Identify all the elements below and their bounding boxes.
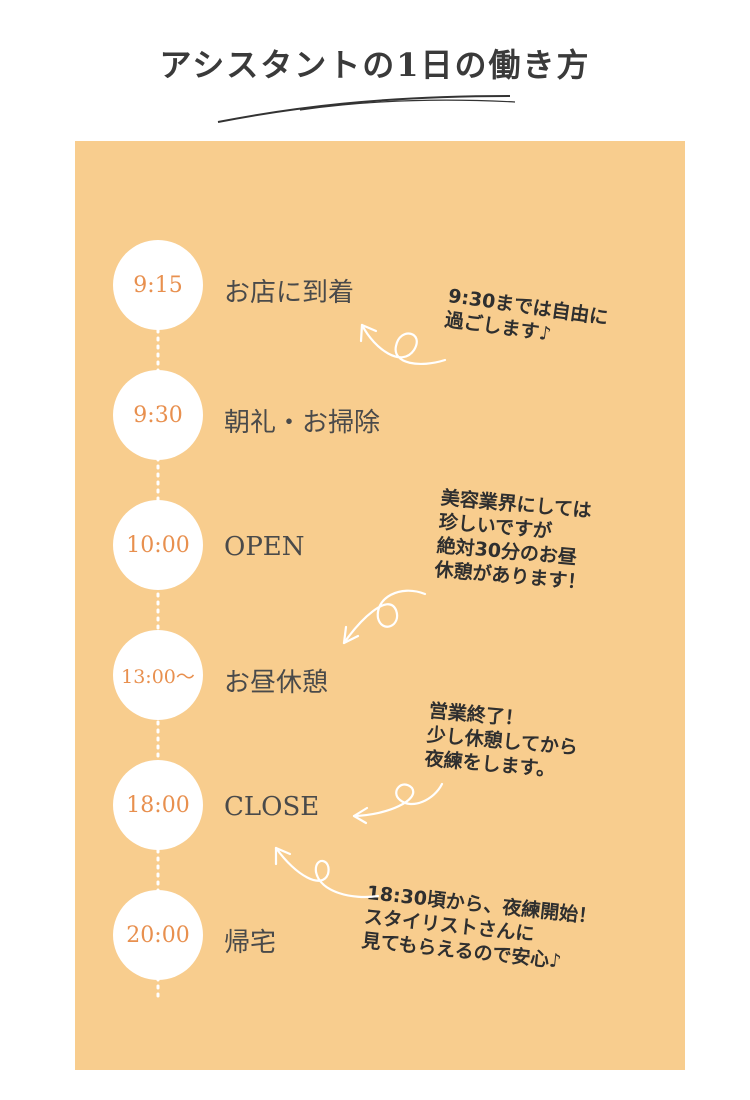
schedule-label-arrival: お店に到着 [224,278,355,308]
time-circle-0930: 9:30 [113,370,203,460]
curly-arrow-icon [352,782,444,825]
schedule-label-morning-meeting: 朝礼・お掃除 [224,408,381,438]
curly-arrow-icon [342,589,427,645]
time-circle-1000: 10:00 [113,500,203,590]
curly-arrow-icon [274,846,380,898]
title-underline-swash [217,95,516,123]
schedule-label-home: 帰宅 [224,928,277,958]
time-circle-1300: 13:00〜 [113,630,203,720]
time-circle-2000: 20:00 [113,890,203,980]
schedule-label-lunch: お昼休憩 [224,668,329,698]
schedule-label-close: CLOSE [224,792,320,822]
time-circle-1800: 18:00 [113,760,203,850]
curly-arrow-icon [359,323,447,366]
schedule-label-open: OPEN [224,532,305,562]
time-circle-0915: 9:15 [113,240,203,330]
page-title: アシスタントの1日の働き方 [159,46,591,84]
